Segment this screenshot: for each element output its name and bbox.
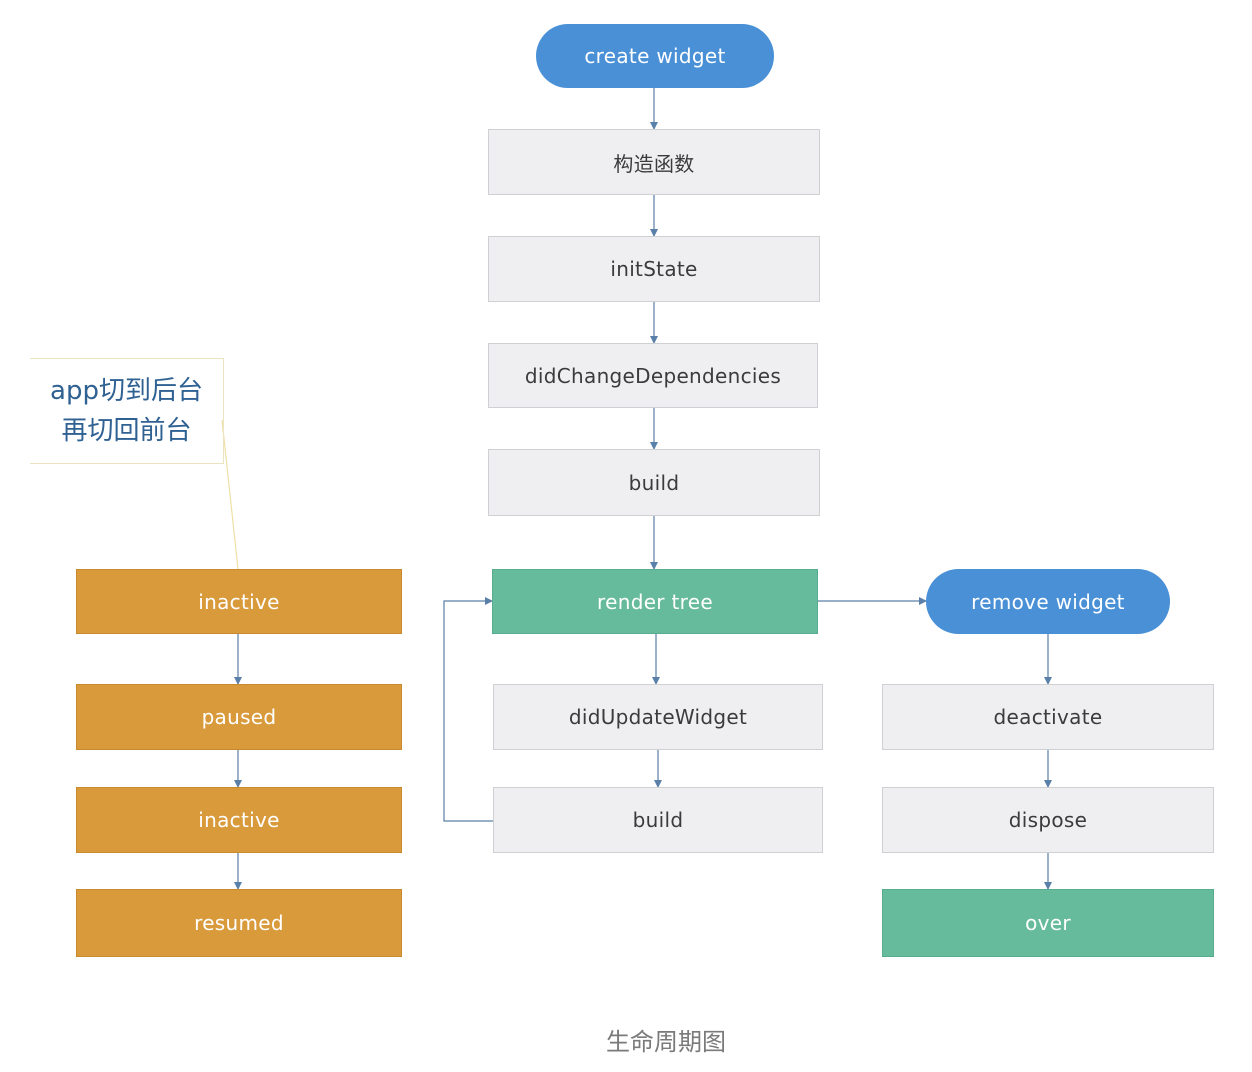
node-constructor: 构造函数 [488, 129, 820, 195]
annotation-callout: app切到后台 再切回前台 [30, 358, 224, 464]
node-deactivate: deactivate [882, 684, 1214, 750]
node-create-widget: create widget [536, 24, 774, 88]
diagram-caption: 生命周期图 [606, 1028, 726, 1056]
node-init-state: initState [488, 236, 820, 302]
annotation-line-1: app切到后台 [50, 376, 203, 406]
node-did-update-widget: didUpdateWidget [493, 684, 823, 750]
node-inactive-first: inactive [76, 569, 402, 634]
node-over: over [882, 889, 1214, 957]
node-build-update: build [493, 787, 823, 853]
node-dispose: dispose [882, 787, 1214, 853]
node-render-tree: render tree [492, 569, 818, 634]
node-resumed: resumed [76, 889, 402, 957]
node-paused: paused [76, 684, 402, 750]
annotation-line-2: 再切回前台 [61, 416, 192, 446]
node-build-initial: build [488, 449, 820, 516]
annotation-leader-line [221, 419, 239, 570]
node-inactive-second: inactive [76, 787, 402, 853]
edge-build-loop-to-rendertree [443, 597, 494, 822]
node-remove-widget: remove widget [926, 569, 1170, 634]
node-did-change-dependencies: didChangeDependencies [488, 343, 818, 408]
